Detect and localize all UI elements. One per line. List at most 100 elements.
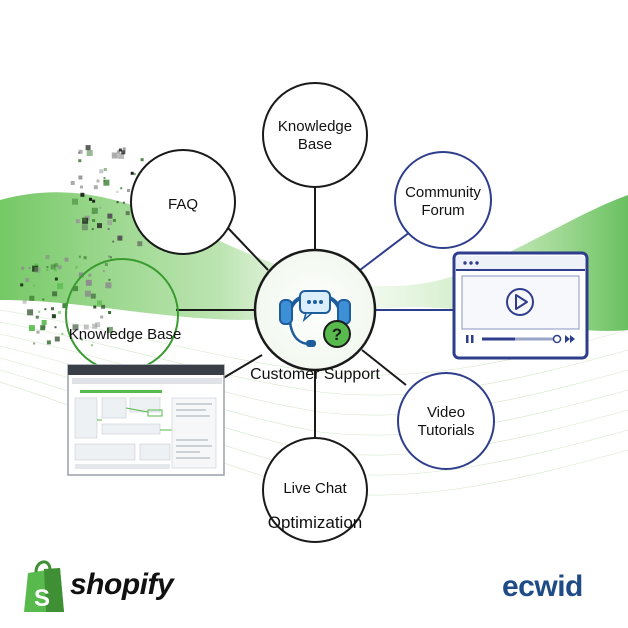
pixel-particle (54, 268, 57, 272)
pixel-particle (82, 217, 87, 222)
pixel-particle (121, 150, 126, 155)
pixel-particle (80, 338, 83, 341)
pixel-particle (28, 267, 31, 269)
pixel-particle (120, 187, 123, 190)
pixel-particle (72, 324, 79, 331)
pixel-particle (85, 279, 92, 286)
pixel-particle (89, 197, 92, 201)
node-label-live-chat: Live Chat (255, 480, 375, 498)
pixel-particle (54, 263, 59, 268)
pixel-particle (57, 265, 62, 270)
pixel-particle (75, 219, 80, 224)
pixel-particle (107, 220, 113, 226)
pixel-particle (88, 273, 92, 277)
pixel-particle (101, 304, 106, 309)
pixel-particle (27, 309, 34, 316)
connector-community-forum (359, 231, 411, 271)
pixel-particle (125, 211, 130, 216)
node-live-chat (262, 437, 368, 543)
pixel-particle (78, 175, 83, 180)
pixel-particle (52, 291, 58, 297)
optimization-label: Optimization (267, 513, 363, 532)
pixel-particle (108, 278, 111, 281)
pixel-particle (93, 185, 98, 190)
pixel-particle (103, 168, 107, 171)
node-label-faq: FAQ (143, 196, 223, 214)
pixel-particle (36, 330, 40, 334)
pixel-particle (100, 315, 104, 319)
pixel-particle (80, 192, 85, 197)
center-label: Customer Support (250, 366, 380, 383)
pixel-particle (92, 199, 96, 203)
pixel-particle (99, 206, 102, 209)
pixel-particle (90, 293, 96, 299)
pixel-particle (111, 152, 118, 159)
pixel-particle (50, 264, 56, 270)
pixel-particle (108, 311, 112, 314)
line: Community (405, 184, 481, 201)
node-knowledge-base-top (262, 82, 368, 188)
pixel-particle (96, 179, 100, 183)
pixel-particle (44, 308, 47, 311)
pixel-particle (20, 283, 24, 287)
video-player-window (452, 251, 589, 360)
pixel-particle (137, 241, 143, 247)
pixel-particle (85, 145, 91, 151)
question-mark-icon: ? (323, 320, 351, 348)
pixel-particle (32, 265, 39, 272)
pixel-particle (109, 256, 112, 259)
node-community-forum (394, 151, 492, 249)
svg-text:S: S (34, 585, 50, 612)
pixel-particle (77, 151, 80, 154)
pixel-particle (34, 267, 41, 273)
connector-screenshot (219, 354, 263, 381)
pixel-particle (51, 314, 56, 319)
pixel-particle (28, 325, 35, 332)
pixel-particle (34, 263, 39, 268)
pixel-particle (122, 201, 125, 204)
pixel-particle (61, 332, 64, 335)
pixel-particle (22, 299, 27, 304)
pixel-particle (62, 303, 68, 309)
pixel-particle (70, 181, 75, 185)
pixel-particle (92, 219, 96, 222)
svg-text:?: ? (332, 325, 342, 344)
ecwid-logo: ecwid (502, 570, 583, 603)
pixel-particle (72, 198, 78, 205)
pixel-particle (51, 307, 54, 311)
pixel-particle (103, 177, 106, 180)
pixel-particle (112, 218, 116, 222)
pixel-particle (75, 265, 78, 269)
pixel-particle (118, 152, 125, 159)
pixel-particle (122, 147, 126, 151)
pixel-particle (33, 284, 36, 287)
fast-forward-icon (565, 335, 575, 343)
pixel-particle (25, 278, 30, 283)
line: Live Chat (283, 480, 347, 497)
pixel-particle (83, 324, 89, 330)
pixel-particle (64, 257, 69, 262)
software-screenshot (67, 364, 225, 476)
pixel-particle (99, 169, 104, 174)
line: Knowledge (277, 118, 353, 135)
pixel-particle (46, 269, 49, 271)
pixel-particle (54, 277, 58, 281)
node-label-knowledge-base-top: Knowledge Base (255, 118, 375, 154)
pixel-particle (78, 255, 81, 258)
pixel-particle (103, 179, 110, 186)
pixel-particle (97, 300, 103, 306)
pixel-particle (79, 337, 82, 340)
pixel-particle (112, 240, 115, 243)
pixel-particle (107, 228, 110, 230)
connector-faq (227, 227, 269, 271)
connectors (176, 185, 407, 440)
connector-video-tutorials (361, 349, 407, 386)
pixel-particle (116, 190, 119, 193)
pixel-particle (91, 228, 94, 231)
play-icon (506, 288, 534, 316)
pixel-particle (46, 266, 49, 269)
pixel-particle (90, 344, 93, 347)
node-label-knowledge-base-left: Knowledge Base (60, 326, 190, 344)
pixel-particle (41, 320, 47, 325)
node-label-video-tutorials: Video Tutorials (386, 404, 506, 440)
